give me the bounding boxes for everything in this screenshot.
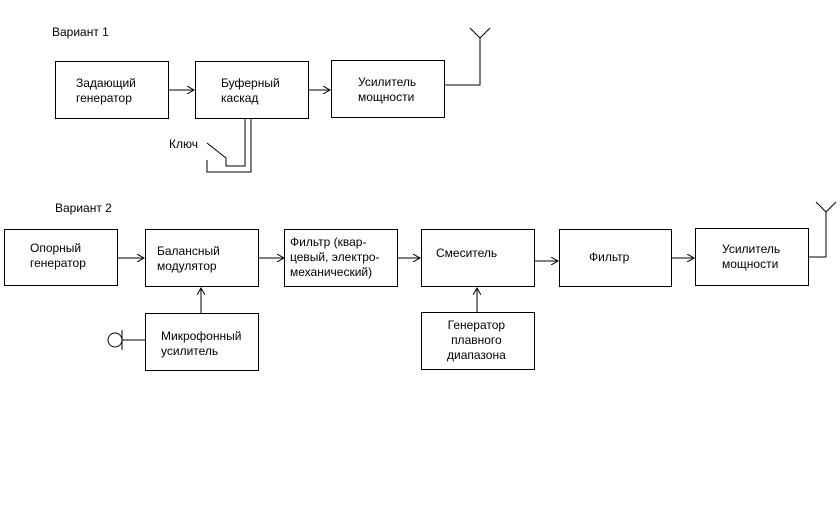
key-label: Ключ (169, 137, 198, 151)
microphone-icon (107, 330, 146, 350)
buffer-stage-label: Буферный каскад (221, 76, 280, 105)
amp1-antenna-feed (445, 38, 481, 86)
reference-oscillator-block: Опорный генератор (4, 229, 118, 286)
mixer-block: Смеситель (421, 229, 535, 287)
balanced-modulator-label: Балансный модулятор (157, 244, 220, 273)
filter-quartz-label: Фильтр (квар- цевый, электро- механическ… (290, 235, 380, 279)
balanced-modulator-block: Балансный модулятор (145, 229, 259, 287)
filter-block: Фильтр (559, 229, 672, 287)
power-amplifier-label-v2: Усилитель мощности (722, 242, 781, 271)
filter-quartz-block: Фильтр (квар- цевый, электро- механическ… (284, 229, 398, 287)
mic-amplifier-block: Микрофонный усилитель (145, 313, 259, 371)
key-switch-icon (206, 118, 252, 173)
variant1-title: Вариант 1 (52, 25, 109, 39)
master-oscillator-block: Задающий генератор (55, 61, 169, 119)
filter-label: Фильтр (589, 250, 630, 264)
mic-amplifier-label: Микрофонный усилитель (161, 329, 242, 358)
master-oscillator-label: Задающий генератор (76, 76, 136, 105)
variant2-title: Вариант 2 (55, 201, 112, 215)
antenna-icon (469, 27, 491, 39)
vfo-block: Генератор плавного диапазона (421, 312, 535, 370)
reference-oscillator-label: Опорный генератор (30, 241, 86, 270)
buffer-stage-block: Буферный каскад (195, 61, 309, 119)
amp2-antenna-feed (808, 212, 827, 258)
mixer-label: Смеситель (436, 246, 498, 260)
power-amplifier-block-v1: Усилитель мощности (331, 60, 445, 118)
power-amplifier-label-v1: Усилитель мощности (358, 75, 417, 104)
vfo-label: Генератор плавного диапазона (447, 318, 506, 362)
antenna-icon (815, 201, 837, 213)
power-amplifier-block-v2: Усилитель мощности (695, 228, 809, 286)
